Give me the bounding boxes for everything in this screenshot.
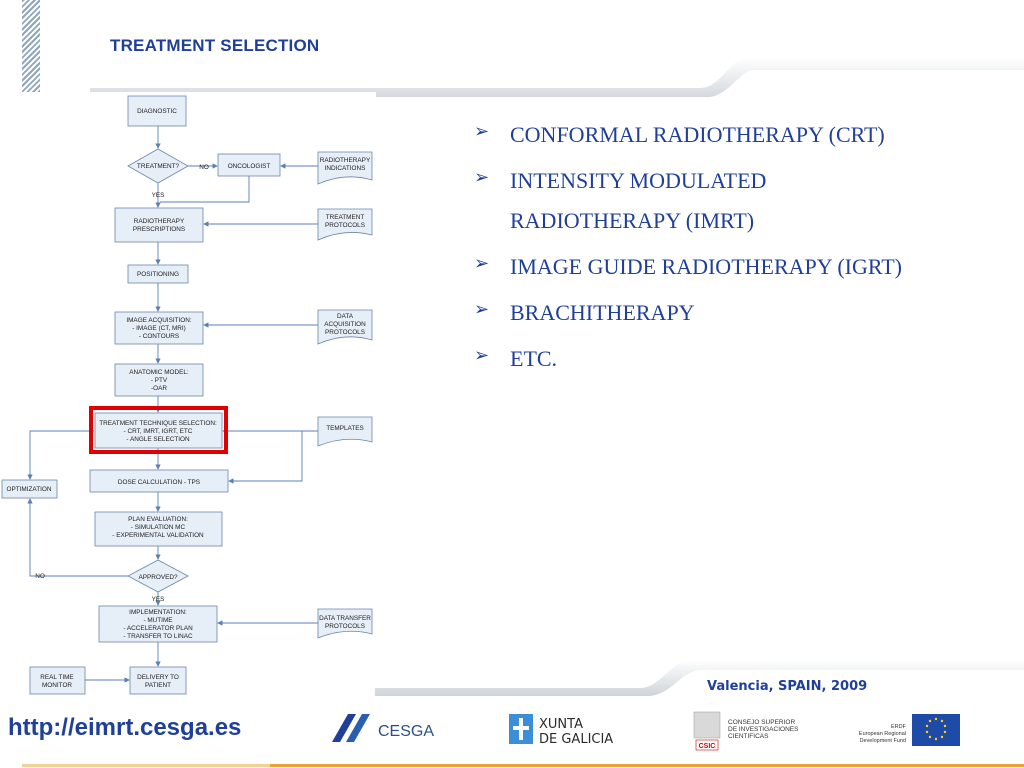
footer-wave — [375, 660, 1024, 696]
label-impl-2: - MUTIME — [143, 617, 172, 624]
treatment-flowchart: DIAGNOSTIC TREATMENT? NO ONCOLOGIST RADI… — [1, 92, 376, 695]
bullet-item: ➢ CONFORMAL RADIOTHERAPY (CRT) — [474, 118, 1024, 152]
svg-text:ERDF: ERDF — [891, 724, 907, 730]
box-real-time-monitor — [29, 666, 86, 695]
xunta-logo: XUNTA DE GALICIA — [507, 710, 617, 755]
label-technique-2: - CRT, IMRT, IGRT, ETC — [124, 428, 193, 435]
cesga-logo-text: CESGA — [378, 723, 434, 740]
svg-text:DE GALICIA: DE GALICIA — [539, 732, 613, 747]
page-title: TREATMENT SELECTION — [110, 36, 320, 55]
header-wave — [90, 0, 1024, 97]
label-oncologist: ONCOLOGIST — [228, 163, 271, 170]
svg-text:CIENTIFICAS: CIENTIFICAS — [728, 733, 769, 740]
arrow-bullet-icon: ➢ — [474, 167, 490, 188]
footer-accent-line — [270, 764, 1024, 767]
label-yes-1: YES — [152, 192, 165, 199]
label-image-acq-1: IMAGE ACQUISITION: — [126, 317, 192, 324]
label-image-acq-3: - CONTOURS — [139, 333, 179, 340]
label-impl-1: IMPLEMENTATION: — [129, 609, 187, 616]
label-optimization: OPTIMIZATION — [7, 486, 52, 493]
project-url-link[interactable]: http://eimrt.cesga.es — [8, 714, 242, 741]
box-diagnostic — [127, 95, 187, 127]
box-delivery — [129, 666, 187, 695]
label-rtm-2: MONITOR — [42, 682, 72, 689]
svg-text:DE INVESTIGACIONES: DE INVESTIGACIONES — [728, 726, 799, 733]
label-data-acq-2: ACQUISITION — [324, 321, 366, 328]
box-anatomic-model — [114, 363, 204, 397]
label-approved-q: APPROVED? — [138, 574, 178, 581]
label-impl-3: - ACCELERATOR PLAN — [123, 625, 193, 632]
label-no-1: NO — [199, 164, 209, 171]
svg-text:CSIC: CSIC — [699, 743, 716, 750]
footer-accent-line-left — [22, 764, 270, 767]
label-anatomic-2: - PTV — [151, 377, 168, 384]
doc-rt-indications — [317, 151, 373, 185]
label-data-acq-3: PROTOCOLS — [325, 329, 365, 336]
highlight-box — [89, 406, 228, 454]
label-rtm-1: REAL TIME — [40, 674, 73, 681]
label-yes-2: YES — [152, 596, 165, 603]
label-rt-indications-2: INDICATIONS — [325, 165, 366, 172]
label-treatment-protocols-1: TREATMENT — [326, 214, 365, 221]
bullet-item: ➢ INTENSITY MODULATED RADIOTHERAPY (IMRT… — [474, 164, 1024, 238]
label-rt-prescriptions-2: PRESCRIPTIONS — [133, 226, 185, 233]
doc-data-acquisition-protocols — [317, 309, 373, 345]
box-rt-prescriptions — [114, 207, 204, 243]
label-delivery-1: DELIVERY TO — [137, 674, 179, 681]
label-treatment-q: TREATMENT? — [137, 163, 180, 170]
bullet-item: ➢ ETC. — [474, 342, 1024, 376]
doc-treatment-protocols — [317, 208, 373, 241]
label-plan-eval-1: PLAN EVALUATION: — [128, 516, 188, 523]
box-technique-selection — [94, 412, 223, 449]
bullet-list: ➢ CONFORMAL RADIOTHERAPY (CRT) ➢ INTENSI… — [474, 118, 1024, 389]
label-data-acq-1: DATA — [337, 313, 354, 320]
box-image-acquisition — [114, 311, 204, 345]
label-dose-calc: DOSE CALCULATION - TPS — [118, 479, 200, 486]
label-templates: TEMPLATES — [326, 425, 364, 432]
svg-text:CONSEJO SUPERIOR: CONSEJO SUPERIOR — [728, 719, 795, 726]
box-optimization — [1, 479, 58, 499]
label-technique-1: TREATMENT TECHNIQUE SELECTION: — [99, 420, 217, 427]
label-image-acq-2: - IMAGE (CT, MRI) — [132, 325, 186, 332]
box-dose-calculation — [89, 469, 229, 493]
svg-text:European Regional: European Regional — [859, 731, 906, 737]
label-diagnostic: DIAGNOSTIC — [137, 108, 177, 115]
erdf-logo: ERDF European Regional Development Fund — [846, 712, 966, 753]
label-rt-prescriptions-1: RADIOTHERAPY — [134, 218, 185, 225]
cesga-logo: CESGA — [326, 708, 446, 753]
doc-data-transfer-protocols — [317, 608, 373, 639]
label-no-2: NO — [35, 573, 45, 580]
label-data-transfer-2: PROTOCOLS — [325, 623, 365, 630]
svg-text:XUNTA: XUNTA — [539, 717, 583, 732]
decorative-hatch — [22, 0, 40, 92]
bullet-item: ➢ IMAGE GUIDE RADIOTHERAPY (IGRT) — [474, 250, 1024, 284]
bullet-item: ➢ BRACHITHERAPY — [474, 296, 1024, 330]
label-technique-3: - ANGLE SELECTION — [126, 436, 190, 443]
label-data-transfer-1: DATA TRANSFER — [319, 615, 371, 622]
label-treatment-protocols-2: PROTOCOLS — [325, 222, 365, 229]
label-anatomic-3: -OAR — [151, 385, 167, 392]
arrow-bullet-icon: ➢ — [474, 121, 490, 141]
label-rt-indications-1: RADIOTHERAPY — [320, 157, 371, 164]
box-plan-evaluation — [94, 511, 223, 547]
doc-templates — [317, 416, 373, 447]
label-impl-4: - TRANSFER TO LINAC — [123, 633, 193, 640]
label-anatomic-1: ANATOMIC MODEL: — [129, 369, 189, 376]
location-text: Valencia, SPAIN, 2009 — [707, 679, 868, 694]
arrow-bullet-icon: ➢ — [474, 253, 490, 274]
label-delivery-2: PATIENT — [145, 682, 171, 689]
arrow-bullet-icon: ➢ — [474, 345, 490, 366]
label-plan-eval-3: - EXPERIMENTAL VALIDATION — [112, 532, 204, 539]
label-positioning: POSITIONING — [137, 271, 179, 278]
label-plan-eval-2: - SIMULATION MC — [131, 524, 186, 531]
arrow-bullet-icon: ➢ — [474, 299, 490, 320]
csic-logo: CSIC CONSEJO SUPERIOR DE INVESTIGACIONES… — [692, 710, 827, 757]
svg-text:Development Fund: Development Fund — [860, 738, 906, 744]
